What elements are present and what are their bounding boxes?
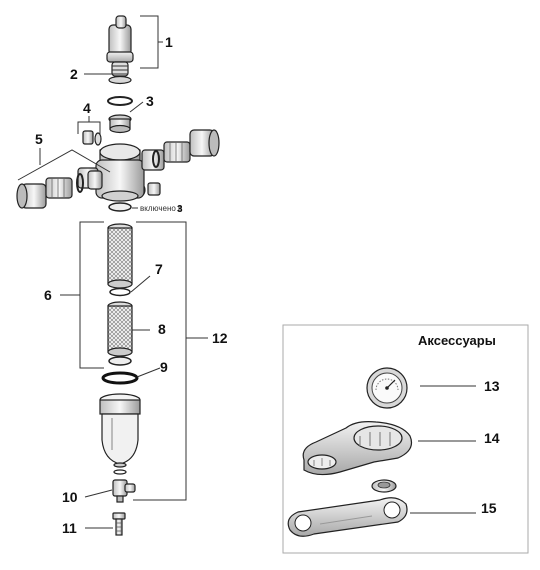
spring <box>111 61 129 77</box>
ring-2 <box>108 75 132 85</box>
accessories-title: Аксессуары <box>418 333 496 348</box>
o-ring-7 <box>109 287 131 297</box>
left-union <box>16 170 103 209</box>
o-ring-9 <box>101 371 139 385</box>
callout-9: 9 <box>160 359 168 375</box>
leader-lines <box>17 15 208 529</box>
callout-11: 11 <box>62 520 77 536</box>
callout-14: 14 <box>484 430 500 446</box>
callout-3: 3 <box>146 93 154 109</box>
callout-6: 6 <box>44 287 52 303</box>
filter-housing <box>77 143 165 202</box>
ring-included <box>108 202 132 212</box>
pressure-gauge <box>366 367 408 409</box>
callout-1: 1 <box>165 34 173 50</box>
drain-valve <box>112 479 136 503</box>
callout-13: 13 <box>484 378 500 394</box>
callout-5: 5 <box>35 131 43 147</box>
callout-7: 7 <box>155 261 163 277</box>
valve-handle <box>106 15 134 63</box>
filter-bowl <box>99 393 141 468</box>
callout-12: 12 <box>212 330 228 346</box>
callout-8: 8 <box>158 321 166 337</box>
housing-wrench <box>302 421 413 493</box>
included-ref: 3 <box>177 204 183 215</box>
filter-mesh-8 <box>107 301 133 357</box>
right-union <box>152 129 220 168</box>
drain-connector <box>112 512 126 536</box>
ring-bottom <box>108 356 132 366</box>
callout-15: 15 <box>481 500 497 516</box>
valve-insert <box>108 114 132 134</box>
drain-ring <box>113 469 127 475</box>
callout-4: 4 <box>83 100 91 116</box>
included-note: включено в <box>140 204 182 213</box>
callout-10: 10 <box>62 489 78 505</box>
o-ring-3 <box>107 96 133 106</box>
spanner <box>287 497 408 537</box>
callout-2: 2 <box>70 66 78 82</box>
filter-insert-top <box>107 223 133 289</box>
